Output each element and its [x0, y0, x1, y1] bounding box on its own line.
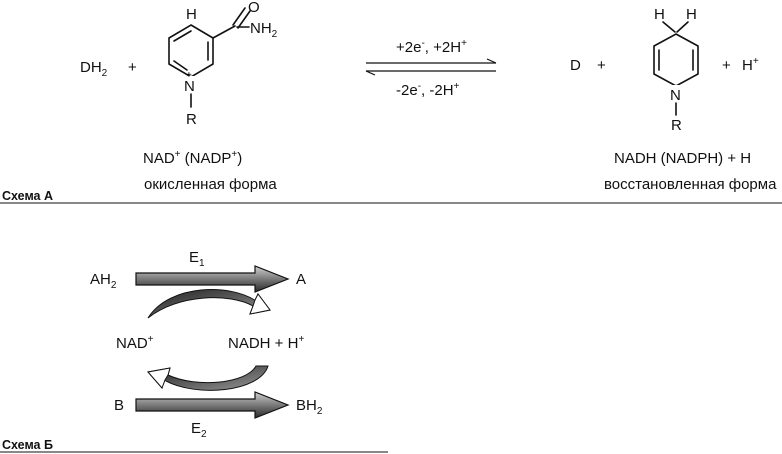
oxidized-form-label: окисленная форма: [144, 176, 277, 193]
forward-arrow-head: [486, 58, 497, 64]
dihydropyridine-ring: [653, 33, 699, 87]
c-h-bond: [676, 21, 689, 33]
scheme-b: AH2 E1 A NAD+ NADH + H+ B BH2 E2 Схема Б: [0, 249, 388, 453]
carbonyl-oxygen: O: [248, 0, 260, 16]
e2-reaction-arrow: [135, 391, 290, 419]
amide-bond: [212, 25, 236, 39]
nadh-reduced-structure: H H N R: [653, 6, 699, 134]
ring-hydrogen-left: H: [654, 6, 665, 23]
r-group: R: [186, 111, 197, 128]
ring-nitrogen: N: [670, 87, 681, 104]
ring-positive-charge: +: [186, 70, 192, 81]
ring-double-bond: [173, 60, 188, 71]
carbonyl-double-bond: [232, 7, 246, 26]
enzyme-e2: E2: [191, 420, 207, 440]
ring-n-mask: [181, 76, 201, 92]
scheme-a-caption: Схема А: [2, 189, 53, 203]
c-h-bond: [662, 21, 676, 33]
product-bh2: BH2: [296, 397, 323, 417]
reverse-arrow-head: [365, 70, 376, 76]
ring-hydrogen-label: H: [186, 6, 197, 23]
product-d: D: [570, 57, 581, 74]
proton: H+: [742, 56, 759, 74]
nad-oxidized-structure: H O NH2 N + R: [168, 0, 278, 128]
ring-double-bond: [173, 30, 192, 42]
equilibrium-arrows: +2e-, +2H+ -2e-, -2H+: [365, 38, 497, 99]
cofactor-nad: NAD+: [116, 334, 154, 352]
curved-arrow-head: [147, 367, 171, 389]
substrate-b: B: [114, 397, 124, 414]
ring-nitrogen: N: [184, 78, 195, 95]
forward-condition: +2e-, +2H+: [396, 38, 467, 56]
substrate-ah2: AH2: [90, 271, 117, 291]
enzyme-e1: E1: [189, 249, 205, 269]
e1-reaction-arrow: [135, 265, 290, 293]
curved-arrow-head: [249, 293, 271, 315]
scheme-a: DH2 + H O NH2 N + R +2e-, +2H+: [0, 0, 782, 204]
plus-sign: +: [128, 59, 137, 76]
r-group: R: [671, 117, 682, 134]
ring-n-mask: [667, 85, 685, 102]
amide-nh2: NH2: [250, 20, 278, 40]
carbonyl-double-bond: [237, 10, 251, 29]
nadh-label: NADH (NADPH) + H: [614, 150, 751, 167]
reductant-dh2: DH2: [80, 59, 108, 79]
reduced-form-label: восстановленная форма: [604, 176, 777, 193]
plus-sign: +: [597, 57, 606, 74]
reverse-condition: -2e-, -2H+: [396, 81, 460, 99]
ring-hydrogen-right: H: [686, 6, 697, 23]
product-a: A: [296, 271, 306, 288]
nad-label: NAD+ (NADP+): [143, 149, 242, 167]
scheme-b-caption: Схема Б: [2, 438, 53, 452]
plus-sign: +: [722, 57, 731, 74]
cofactor-nadh: NADH + H+: [228, 334, 304, 352]
